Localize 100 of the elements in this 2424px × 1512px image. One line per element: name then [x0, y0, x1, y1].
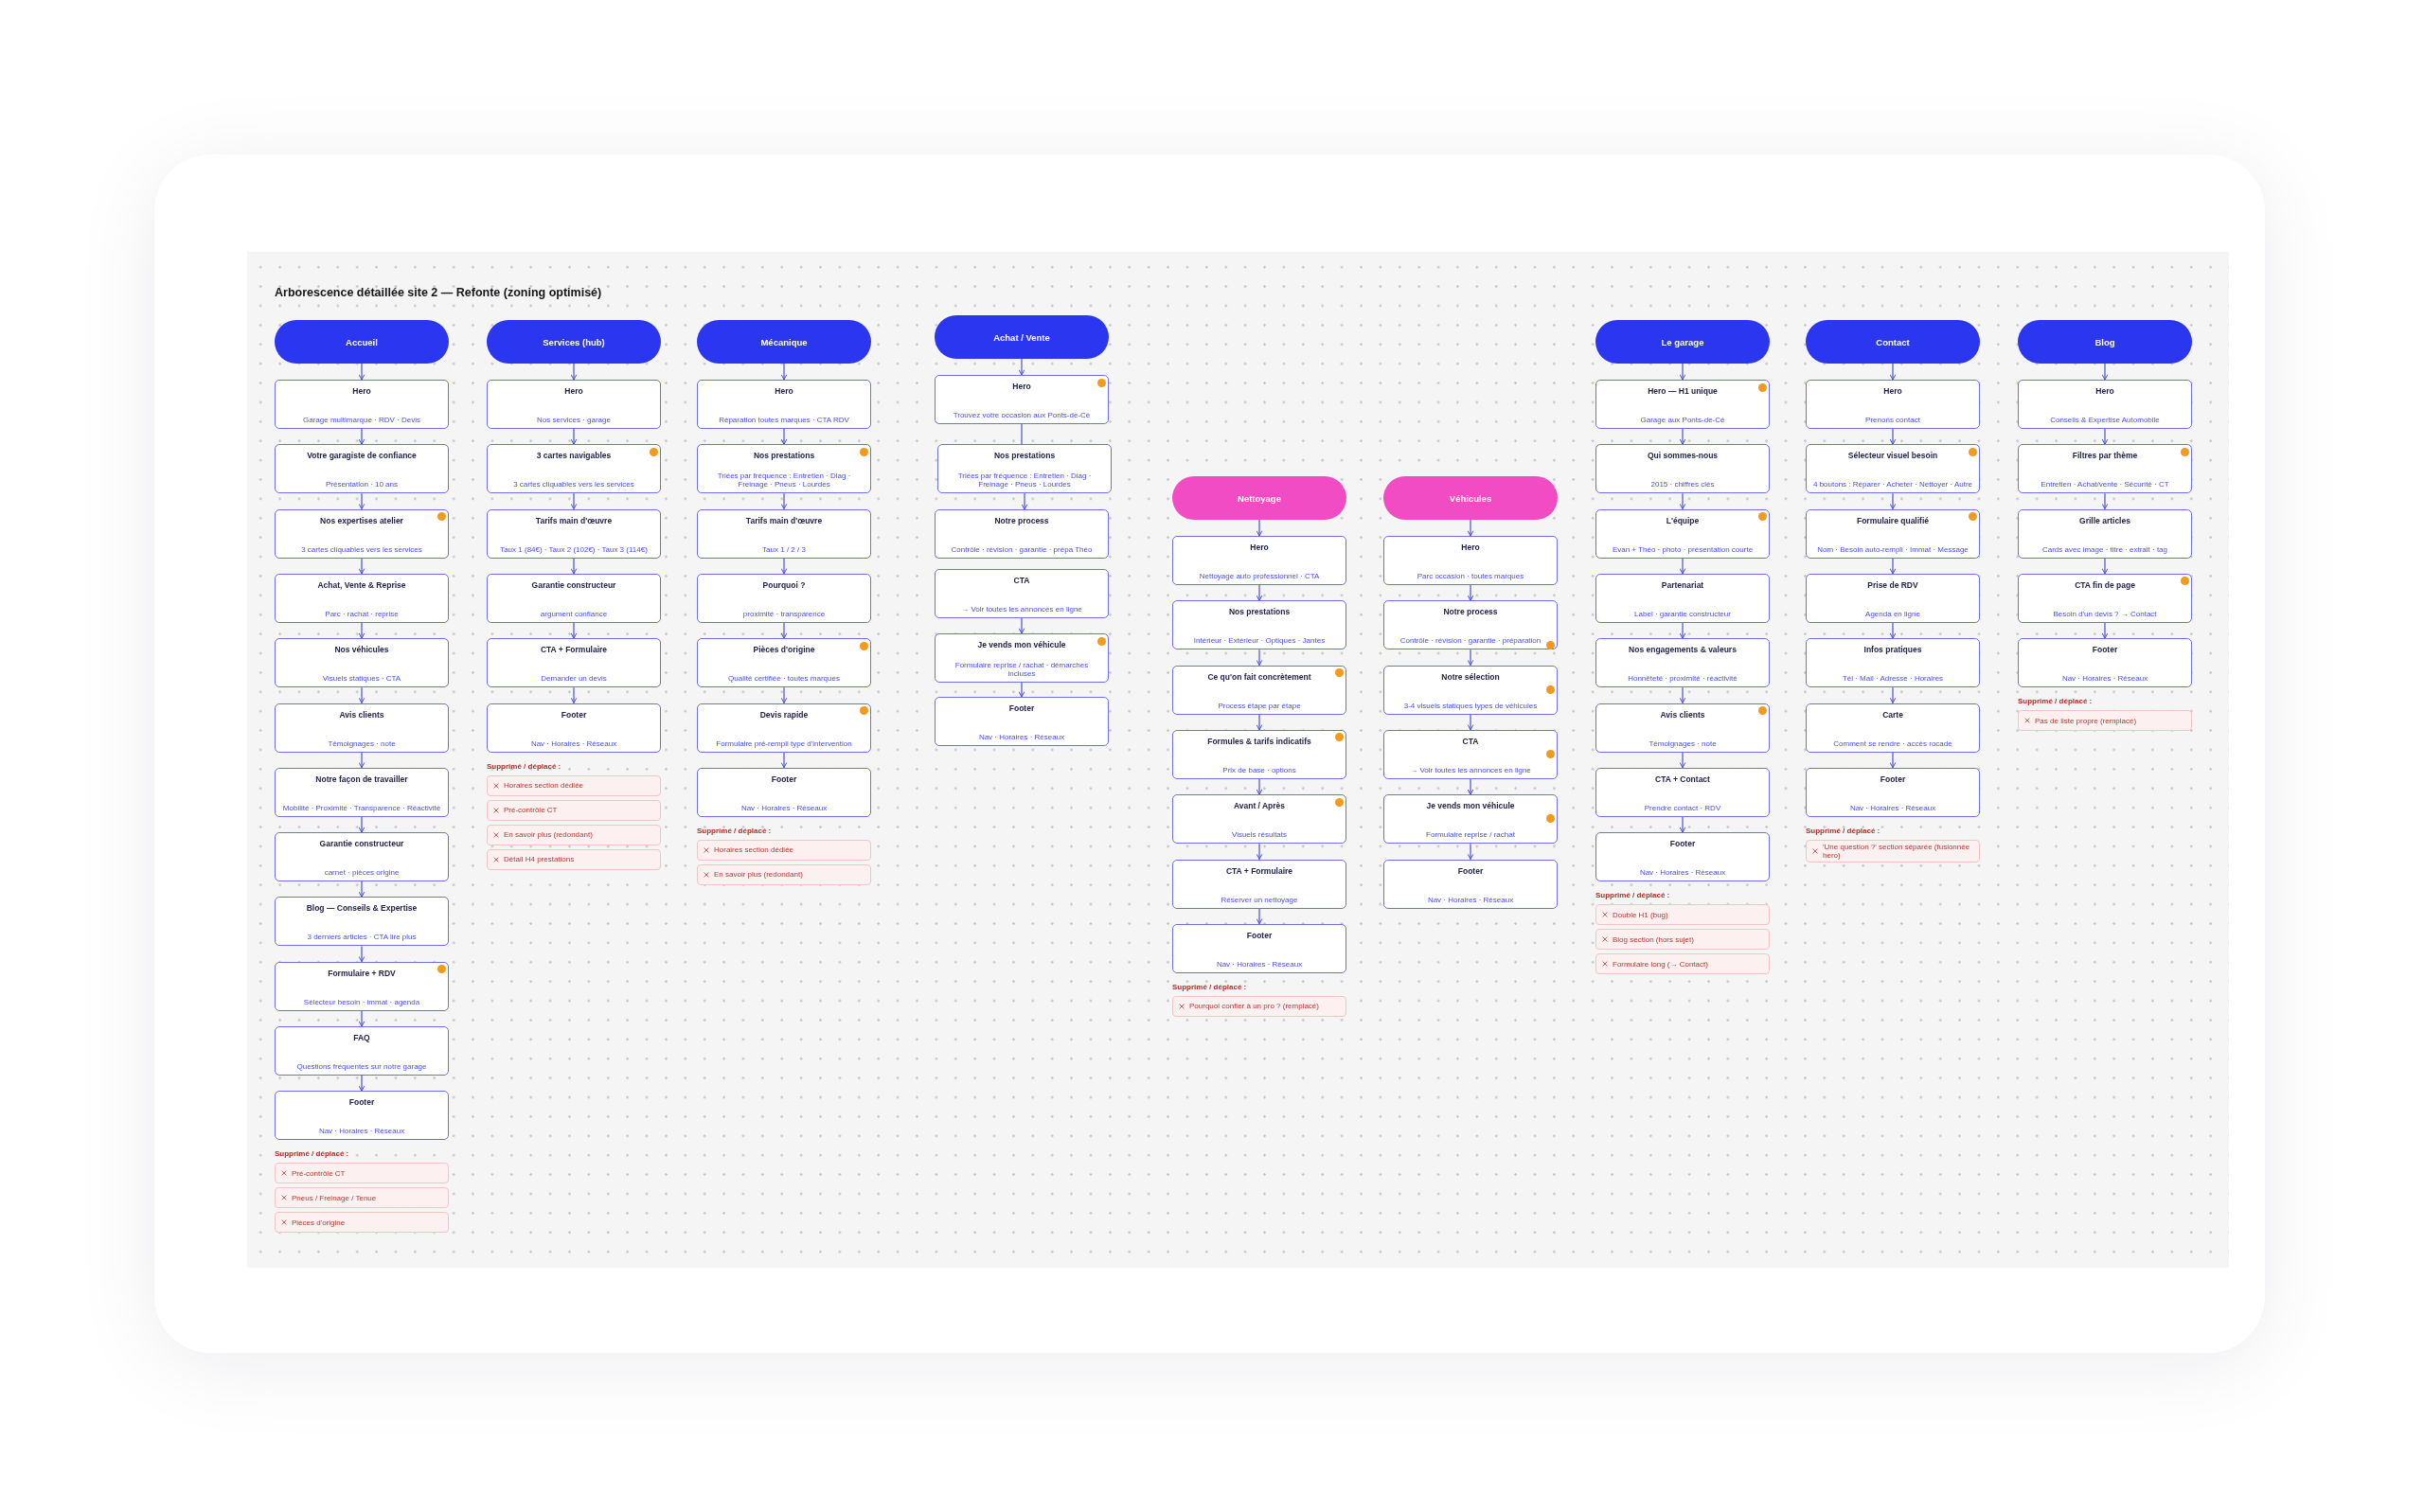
- arrow: [358, 751, 365, 769]
- section-description: Cards avec image · titre · extrait · tag: [2041, 544, 2167, 554]
- section-box: [1595, 638, 1770, 688]
- arrow: [1256, 649, 1263, 667]
- section-title: FAQ: [353, 1033, 370, 1042]
- section-description: Visuels statiques · CTA: [322, 674, 401, 684]
- arrow: [780, 622, 788, 639]
- arrow: [1889, 751, 1897, 769]
- section-description: Parc occasion · toutes marques: [1417, 572, 1524, 580]
- section-title: Qui sommes-nous: [1647, 451, 1719, 461]
- section-title: Achat, Vente & Reprise: [317, 579, 406, 590]
- arrow: [1679, 686, 1686, 704]
- section-title: Formules & tarifs indicatifs: [1207, 736, 1311, 746]
- section-box: [1172, 859, 1346, 909]
- section-box: [275, 1026, 449, 1076]
- section-box: [275, 508, 449, 559]
- section-box: [1383, 729, 1558, 779]
- section-description: Garage aux Ponts-de-Cé: [1640, 416, 1725, 424]
- section-title: Nos prestations: [993, 451, 1056, 460]
- section-title: Notre sélection: [1441, 671, 1500, 682]
- section-title: Garantie constructeur: [531, 579, 616, 590]
- arrow: [2101, 622, 2109, 639]
- arrow: [1256, 907, 1263, 925]
- removed-heading: Supprimé / déplacé :: [697, 826, 772, 835]
- section-description: carnet · pièces origine: [324, 868, 400, 878]
- section-title: Nos engagements & valeurs: [1629, 645, 1737, 655]
- arrow: [1256, 778, 1263, 795]
- section-description: Mobilité · Proximité · Transparence · Réactivité: [282, 803, 441, 812]
- section-description: Formulaire pré-rempli type d'intervention: [716, 738, 852, 748]
- section-title: Partenariat: [1661, 579, 1704, 590]
- section-box: [1806, 444, 1980, 494]
- arrow: [1021, 492, 1028, 510]
- section-title: Carte: [1882, 709, 1903, 720]
- arrow: [358, 363, 365, 381]
- section-box: [275, 897, 449, 947]
- section-box: [2018, 638, 2192, 688]
- section-title: Footer: [1669, 839, 1696, 849]
- section-box: [1595, 508, 1770, 559]
- section-title: CTA: [1013, 576, 1030, 585]
- section-description: Visuels résultats: [1231, 830, 1288, 840]
- arrow: [1889, 492, 1897, 510]
- section-description: Nettoyage auto professionnel · CTA: [1199, 572, 1320, 580]
- section-description: Témoignages · note: [1649, 738, 1717, 748]
- section-box: [935, 375, 1109, 424]
- section-title: Avis clients: [339, 709, 384, 720]
- arrow: [1467, 843, 1474, 861]
- section-description: Nos services · garage: [537, 416, 611, 424]
- section-box: [697, 703, 871, 753]
- section-box: [487, 573, 661, 623]
- arrow: [570, 363, 578, 381]
- section-description: Nav · Horaires · Réseaux: [1216, 959, 1303, 969]
- arrow: [1679, 558, 1686, 575]
- section-description: Sélecteur besoin · immat · agenda: [303, 997, 420, 1006]
- section-title: Tarifs main d'œuvre: [535, 515, 613, 525]
- section-title: Notre process: [994, 516, 1049, 525]
- arrow: [1256, 519, 1263, 537]
- section-description: Formulaire reprise / rachat: [1426, 830, 1515, 840]
- page-pill: Services (hub): [487, 320, 661, 364]
- section-title: Hero: [1012, 382, 1031, 391]
- section-box: [275, 961, 449, 1011]
- removed-heading: Supprimé / déplacé :: [1595, 891, 1670, 900]
- section-description: 3 cartes cliquables vers les services: [513, 480, 634, 489]
- removed-item-text: Détail H4 prestations: [504, 855, 575, 863]
- section-title: Nos expertises atelier: [320, 515, 403, 525]
- connector-line: [1021, 423, 1023, 445]
- section-box: [697, 638, 871, 688]
- arrow: [1256, 714, 1263, 731]
- section-title: Hero: [1883, 386, 1902, 396]
- section-description: Prendre contact · RDV: [1644, 803, 1721, 812]
- section-title: Formulaire qualifié: [1856, 515, 1929, 525]
- section-description: Taux 1 (84€) · Taux 2 (102€) · Taux 3 (114€): [500, 544, 648, 554]
- section-description: Entretien · Achat/vente · Sécurité · CT: [2041, 480, 2169, 489]
- arrow: [570, 686, 578, 704]
- section-box: [1172, 794, 1346, 845]
- section-description: Témoignages · note: [328, 738, 396, 748]
- section-box: [697, 380, 871, 429]
- page-pill: Nettoyage: [1172, 476, 1346, 520]
- removed-heading: Supprimé / déplacé :: [2018, 697, 2093, 706]
- section-title: Je vends mon véhicule: [1426, 801, 1515, 811]
- section-box: [1806, 638, 1980, 688]
- section-box: [1383, 794, 1558, 845]
- arrow: [358, 816, 365, 833]
- section-description: Nav · Horaires · Réseaux: [978, 733, 1065, 741]
- section-title: Tarifs main d'œuvre: [745, 515, 823, 525]
- removed-item: [697, 839, 871, 861]
- section-box: [487, 638, 661, 688]
- removed-item: [697, 863, 871, 885]
- section-description: Besoin d'un devis ? → Contact: [2053, 609, 2157, 618]
- section-title: CTA: [1462, 736, 1479, 746]
- section-title: Pourquoi ?: [762, 579, 806, 590]
- removed-item: [275, 1163, 449, 1184]
- arrow: [358, 1010, 365, 1027]
- section-box: [1595, 832, 1770, 882]
- section-description: Taux 1 / 2 / 3: [762, 544, 806, 554]
- removed-item: [1806, 839, 1980, 863]
- arrow: [1018, 682, 1025, 698]
- section-title: Footer: [348, 1097, 375, 1108]
- arrow: [1256, 843, 1263, 861]
- arrow: [1889, 363, 1897, 381]
- removed-item: [2018, 710, 2192, 732]
